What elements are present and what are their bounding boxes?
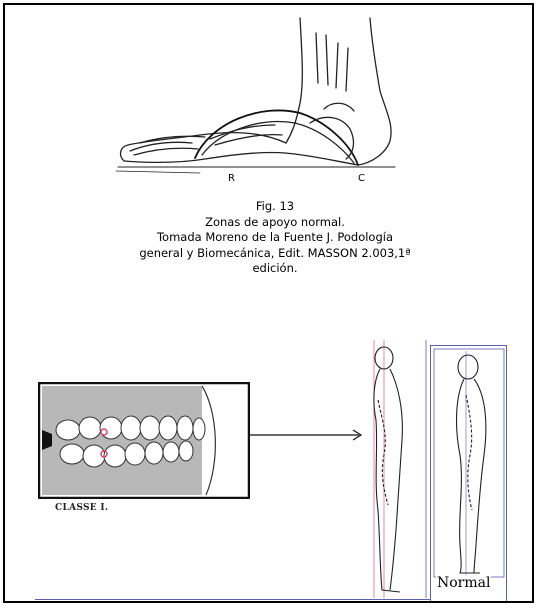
- spine-posture-illustration: [360, 340, 430, 600]
- foot-illustration: R C: [110, 13, 400, 188]
- figure-number: Fig. 13: [85, 199, 465, 215]
- normal-posture-illustration: [430, 345, 507, 603]
- figure-title: Zonas de apoyo normal.: [85, 215, 465, 231]
- arrow-icon: [249, 425, 369, 445]
- foot-label-r: R: [228, 173, 235, 184]
- teeth-class-label: CLASSE I.: [55, 503, 108, 513]
- figure-source-line-3: edición.: [85, 261, 465, 277]
- divider-line: [35, 599, 430, 600]
- teeth-occlusion-illustration: [38, 382, 250, 499]
- figure-source-line-2: general y Biomecánica, Edit. MASSON 2.00…: [85, 246, 465, 262]
- normal-label: Normal: [436, 575, 491, 591]
- foot-label-c: C: [358, 173, 365, 184]
- document-page: R C Fig. 13 Zonas de apoyo normal. Tomad…: [3, 3, 534, 603]
- figure-source-line-1: Tomada Moreno de la Fuente J. Podología: [85, 230, 465, 246]
- figure-caption: Fig. 13 Zonas de apoyo normal. Tomada Mo…: [85, 199, 465, 277]
